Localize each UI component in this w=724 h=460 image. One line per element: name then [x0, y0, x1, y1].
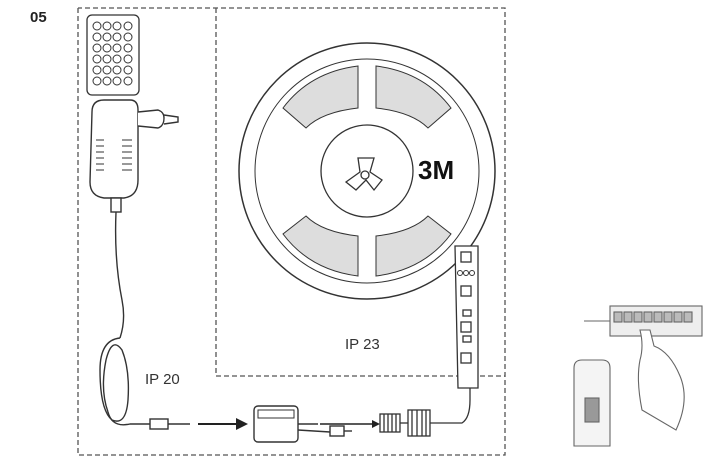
strip-length-label: 3M: [418, 155, 455, 185]
kit-boundary: [77, 7, 506, 456]
step-number: 05: [30, 9, 47, 26]
power-adapter-icon: [89, 99, 179, 213]
strip-zone-boundary: [215, 8, 505, 377]
strip-rating-label: IP 23: [345, 336, 380, 353]
remote-control-icon: [86, 14, 140, 96]
led-reel-icon: [238, 42, 496, 300]
controller-box-icon: [253, 405, 352, 443]
switch-icon: [573, 359, 611, 447]
connector-icon: [379, 385, 471, 437]
led-strip-icon: [454, 245, 479, 389]
install-hand-icon: [584, 305, 703, 431]
adapter-rating-label: IP 20: [145, 371, 180, 388]
connection-arrow: [198, 418, 248, 430]
strip-connection-arrow: [320, 420, 380, 428]
adapter-cable: [99, 211, 190, 430]
